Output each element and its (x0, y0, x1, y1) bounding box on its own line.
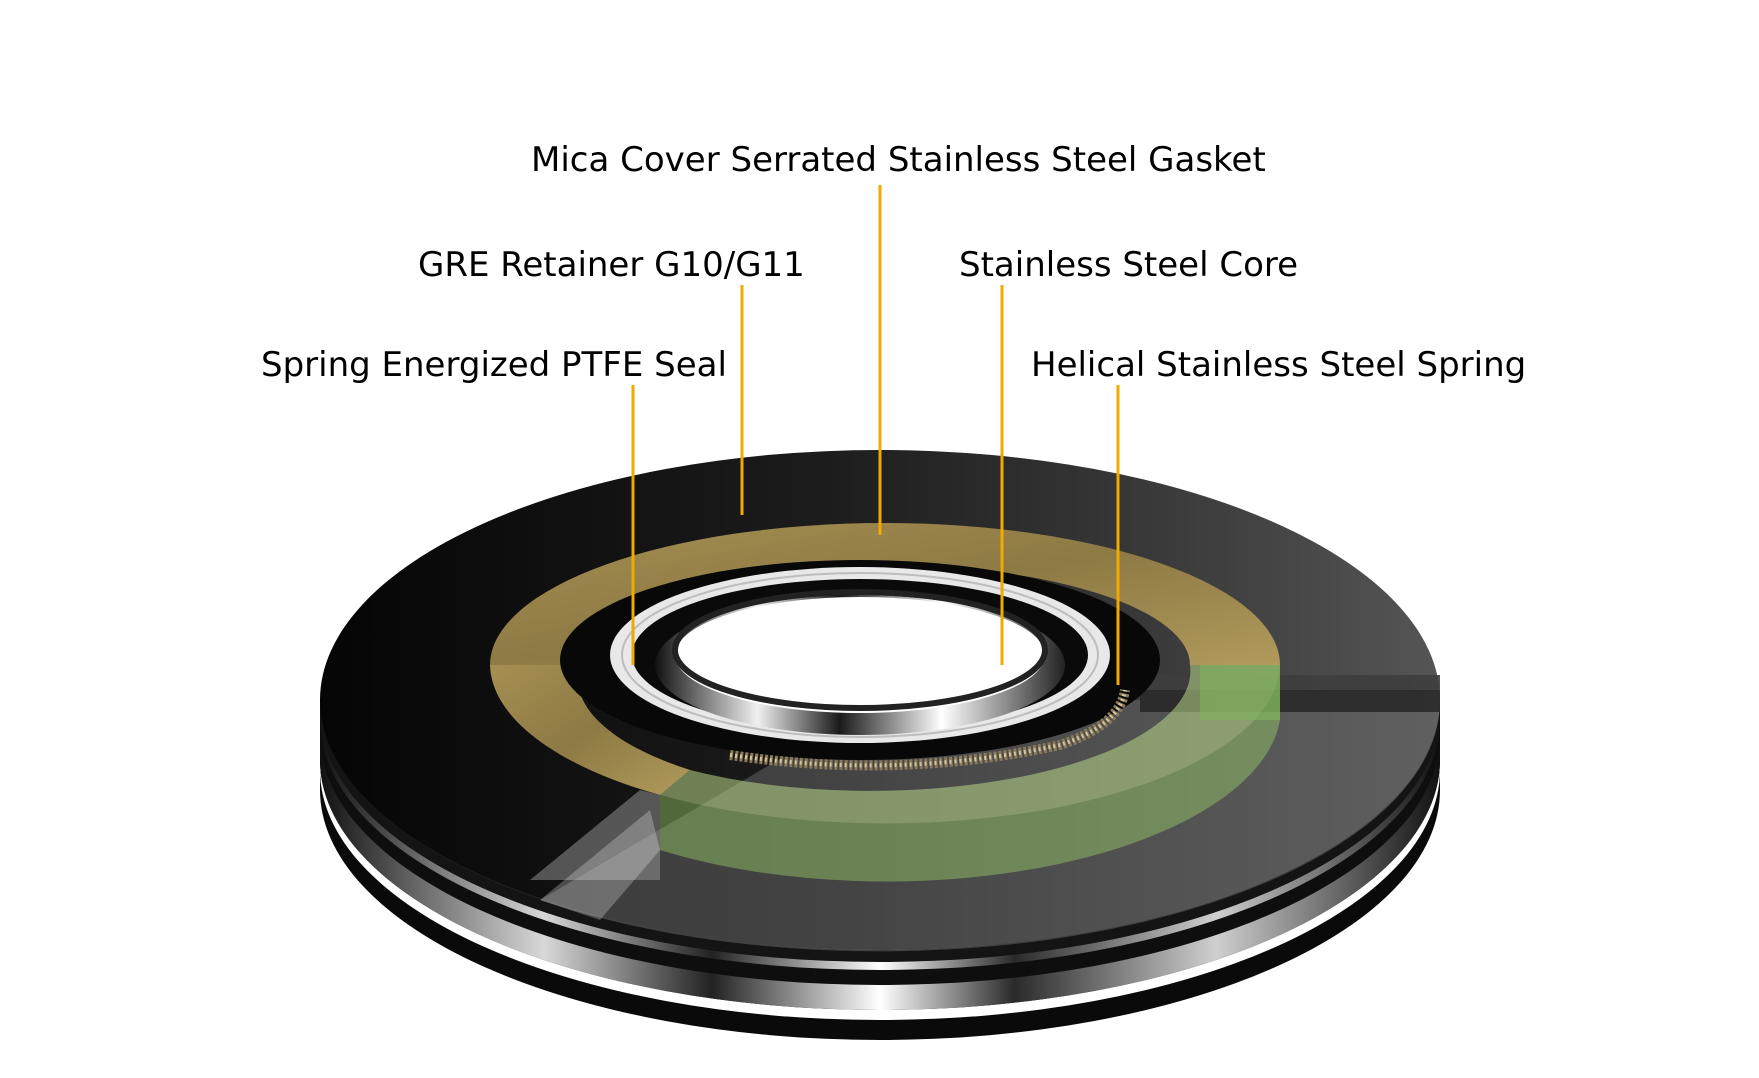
label-stainless-steel-core: Stainless Steel Core (959, 245, 1299, 285)
helical-spring (729, 688, 1130, 771)
leader-lines (631, 185, 1120, 685)
label-ptfe-seal: Spring Energized PTFE Seal (261, 345, 727, 385)
label-mica-cover-gasket: Mica Cover Serrated Stainless Steel Gask… (531, 140, 1266, 180)
cut-face-left (530, 790, 660, 920)
label-helical-spring: Helical Stainless Steel Spring (1031, 345, 1527, 385)
mica-cover-ring (490, 523, 1280, 795)
label-gre-retainer: GRE Retainer G10/G11 (418, 245, 805, 285)
green-cut-ring (660, 665, 1280, 882)
steel-core-bore (655, 589, 1065, 735)
cutaway-section (540, 675, 1441, 952)
